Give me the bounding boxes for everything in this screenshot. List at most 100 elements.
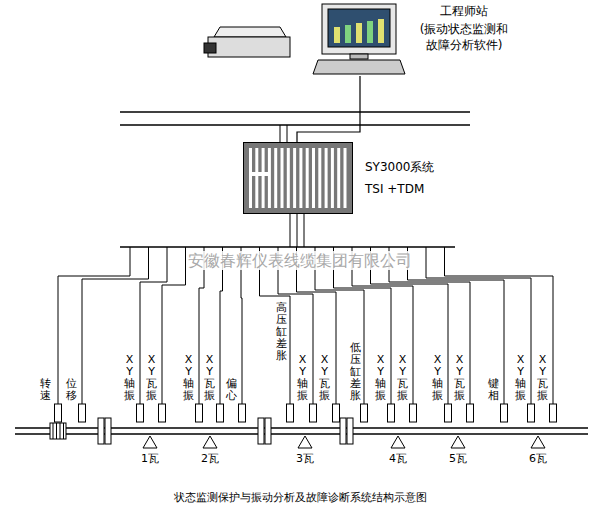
engineer-station: 工程师站(振动状态监测和故障分析软件) bbox=[200, 2, 518, 76]
bearing-symbol bbox=[391, 436, 405, 448]
sensor-wire bbox=[241, 247, 242, 404]
sensor-wire bbox=[297, 247, 337, 404]
sensor-label: XY瓦振 bbox=[537, 354, 548, 402]
sensor-wire bbox=[408, 247, 505, 404]
rack-slot bbox=[306, 148, 309, 208]
rack-cable bbox=[290, 214, 291, 247]
workstation-icon bbox=[200, 2, 420, 78]
sensor-probe bbox=[501, 404, 508, 422]
sensor-label: XY轴振 bbox=[297, 354, 308, 402]
printer-slot bbox=[204, 43, 216, 53]
monitor-stand bbox=[350, 54, 368, 59]
sensor-probe bbox=[467, 404, 474, 422]
rack-slot bbox=[312, 148, 315, 208]
bearing-symbol bbox=[143, 436, 157, 448]
sensor-label: XY瓦振 bbox=[146, 354, 157, 402]
sensor-label: XY瓦振 bbox=[454, 354, 465, 402]
rack-slot bbox=[249, 148, 252, 208]
coupling bbox=[347, 418, 353, 444]
sensor-label: XY轴振 bbox=[375, 354, 386, 402]
sensor-label: XY瓦振 bbox=[204, 354, 215, 402]
bearing-symbol bbox=[531, 436, 545, 448]
rack-slot bbox=[331, 148, 334, 208]
node-title: SY3000系统 bbox=[365, 160, 435, 176]
sensor-label: XY瓦振 bbox=[319, 354, 330, 402]
gear-tooth bbox=[53, 423, 54, 439]
bus-line bbox=[120, 111, 470, 113]
rack-slot bbox=[274, 148, 277, 208]
sensor-probe bbox=[388, 404, 395, 422]
coupling bbox=[265, 418, 271, 444]
sensor-probe bbox=[361, 404, 368, 422]
sensor-wire bbox=[199, 247, 204, 404]
gear-tooth bbox=[56, 423, 57, 439]
rack-slot bbox=[255, 148, 258, 208]
sensor-probe bbox=[410, 404, 417, 422]
rack-cable bbox=[304, 214, 305, 247]
bus-drop bbox=[280, 125, 281, 142]
sensor-wire bbox=[389, 247, 470, 404]
sensor-probe bbox=[137, 404, 144, 422]
sensor-probe bbox=[55, 404, 62, 422]
caption: 状态监测保护与振动分析及故障诊断系统结构示意图 bbox=[174, 490, 427, 505]
sensor-label: 转速 bbox=[40, 378, 51, 402]
coupling bbox=[340, 418, 346, 444]
sensor-wire bbox=[220, 247, 223, 404]
sensor-wire bbox=[162, 247, 186, 404]
sensor-label: XY轴振 bbox=[183, 354, 194, 402]
node-subtitle: TSI +TDM bbox=[365, 182, 424, 198]
sensor-wire bbox=[426, 247, 531, 404]
bearing-symbol bbox=[203, 436, 217, 448]
sensor-probe bbox=[196, 404, 203, 422]
rack-cable bbox=[297, 214, 298, 247]
watermark: 安徽春辉仪表线缆集团有限公司 bbox=[186, 251, 414, 270]
rack-slot bbox=[262, 148, 265, 208]
rack-icon bbox=[243, 142, 353, 214]
sensor-label: XY轴振 bbox=[432, 354, 443, 402]
monitor-screen bbox=[328, 9, 390, 47]
sensor-label: 位移 bbox=[66, 378, 77, 402]
sensor-wire bbox=[140, 247, 167, 404]
sensor-probe bbox=[239, 404, 246, 422]
screen-bar bbox=[345, 25, 351, 43]
sensor-probe bbox=[159, 404, 166, 422]
sensor-wire bbox=[371, 247, 449, 404]
rack-slot bbox=[299, 148, 302, 208]
sensor-probe bbox=[310, 404, 317, 422]
bearing-label: 4瓦 bbox=[389, 452, 407, 465]
bus-line bbox=[120, 124, 470, 126]
node-title: 工程师站 bbox=[414, 4, 514, 20]
rack-slot bbox=[293, 148, 296, 208]
sensor-probe bbox=[528, 404, 535, 422]
sensor-wire bbox=[82, 247, 149, 404]
screen-bar bbox=[378, 19, 384, 43]
sensor-wire bbox=[58, 247, 130, 404]
rack-slot bbox=[325, 148, 328, 208]
coupling bbox=[105, 418, 111, 444]
sensor-label: XY瓦振 bbox=[397, 354, 408, 402]
screen-bar bbox=[334, 27, 340, 43]
rack-frame bbox=[244, 143, 353, 214]
sensor-probe bbox=[550, 404, 557, 422]
rack-bar bbox=[249, 172, 269, 176]
sensor-wire bbox=[445, 247, 554, 404]
bearing-label: 5瓦 bbox=[449, 452, 467, 465]
bearing-symbol bbox=[298, 436, 312, 448]
bus-drop bbox=[287, 125, 288, 142]
sensor-label: XY轴振 bbox=[124, 354, 135, 402]
printer-body bbox=[208, 37, 290, 57]
sensor-label: XY轴振 bbox=[515, 354, 526, 402]
sensor-label: 低压缸差胀 bbox=[350, 342, 361, 402]
sensor-wire bbox=[315, 247, 364, 404]
rack-slot bbox=[344, 148, 347, 208]
rack-slot bbox=[337, 148, 340, 208]
rack-slot bbox=[268, 148, 271, 208]
bearing-label: 1瓦 bbox=[141, 452, 159, 465]
sensor-probe bbox=[333, 404, 340, 422]
bearing-label: 6瓦 bbox=[529, 452, 547, 465]
bearing-label: 3瓦 bbox=[296, 452, 314, 465]
sensor-probe bbox=[287, 404, 294, 422]
sensor-wire bbox=[352, 247, 413, 404]
speed-gear bbox=[50, 423, 66, 439]
